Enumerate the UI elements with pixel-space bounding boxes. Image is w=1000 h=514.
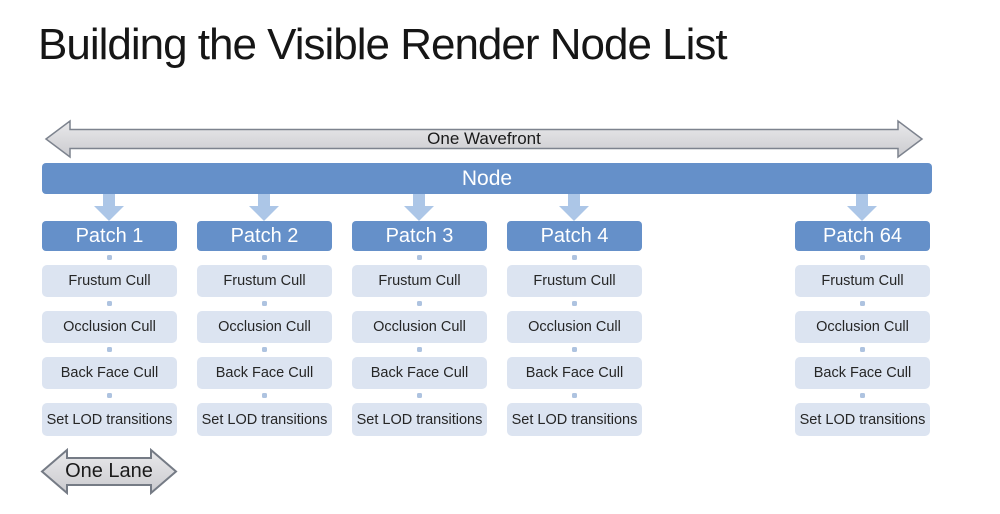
node-bar: Node (42, 163, 932, 194)
wavefront-arrow: One Wavefront (44, 119, 924, 159)
down-arrow-icon (249, 194, 279, 221)
connector-dot (262, 301, 267, 306)
patch-header: Patch 3 (352, 221, 487, 251)
connector-dot (417, 347, 422, 352)
connector-dot (860, 393, 865, 398)
node-label: Node (461, 166, 513, 190)
step-box: Occlusion Cull (42, 311, 177, 343)
step-box: Set LOD transitions (42, 403, 177, 436)
connector-dot (572, 393, 577, 398)
step-box: Frustum Cull (352, 265, 487, 297)
wavefront-label: One Wavefront (427, 129, 541, 148)
step-box: Occlusion Cull (795, 311, 930, 343)
step-box: Frustum Cull (507, 265, 642, 297)
patch-header: Patch 64 (795, 221, 930, 251)
connector-dot (262, 255, 267, 260)
step-box: Occlusion Cull (507, 311, 642, 343)
patch-column-2: Patch 2 Frustum Cull Occlusion Cull Back… (197, 194, 332, 437)
step-box: Frustum Cull (795, 265, 930, 297)
one-lane-label: One Lane (65, 460, 153, 482)
connector-dot (860, 255, 865, 260)
connector-dot (572, 347, 577, 352)
double-arrow-horizontal-icon (44, 119, 924, 159)
slide-title: Building the Visible Render Node List (38, 20, 728, 69)
connector-dot (107, 347, 112, 352)
connector-dot (417, 301, 422, 306)
step-box: Frustum Cull (42, 265, 177, 297)
patch-column-1: Patch 1 Frustum Cull Occlusion Cull Back… (42, 194, 177, 437)
connector-dot (262, 347, 267, 352)
connector-dot (572, 301, 577, 306)
connector-dot (860, 347, 865, 352)
step-box: Occlusion Cull (352, 311, 487, 343)
connector-dot (417, 393, 422, 398)
step-box: Back Face Cull (507, 357, 642, 389)
step-box: Set LOD transitions (507, 403, 642, 436)
step-box: Set LOD transitions (795, 403, 930, 436)
step-box: Frustum Cull (197, 265, 332, 297)
down-arrow-icon (94, 194, 124, 221)
step-box: Set LOD transitions (352, 403, 487, 436)
one-lane-arrow: One Lane (40, 448, 178, 495)
connector-dot (262, 393, 267, 398)
double-arrow-horizontal-icon (40, 448, 178, 495)
connector-dot (107, 393, 112, 398)
step-box: Set LOD transitions (197, 403, 332, 436)
down-arrow-icon (559, 194, 589, 221)
patch-column-3: Patch 3 Frustum Cull Occlusion Cull Back… (352, 194, 487, 437)
patch-header: Patch 2 (197, 221, 332, 251)
step-box: Back Face Cull (352, 357, 487, 389)
connector-dot (107, 255, 112, 260)
connector-dot (860, 301, 865, 306)
connector-dot (417, 255, 422, 260)
step-box: Back Face Cull (795, 357, 930, 389)
down-arrow-icon (847, 194, 877, 221)
patch-header: Patch 4 (507, 221, 642, 251)
patch-column-64: Patch 64 Frustum Cull Occlusion Cull Bac… (795, 194, 930, 437)
connector-dot (572, 255, 577, 260)
step-box: Occlusion Cull (197, 311, 332, 343)
step-box: Back Face Cull (197, 357, 332, 389)
step-box: Back Face Cull (42, 357, 177, 389)
connector-dot (107, 301, 112, 306)
down-arrow-icon (404, 194, 434, 221)
patch-header: Patch 1 (42, 221, 177, 251)
patch-column-4: Patch 4 Frustum Cull Occlusion Cull Back… (507, 194, 642, 437)
